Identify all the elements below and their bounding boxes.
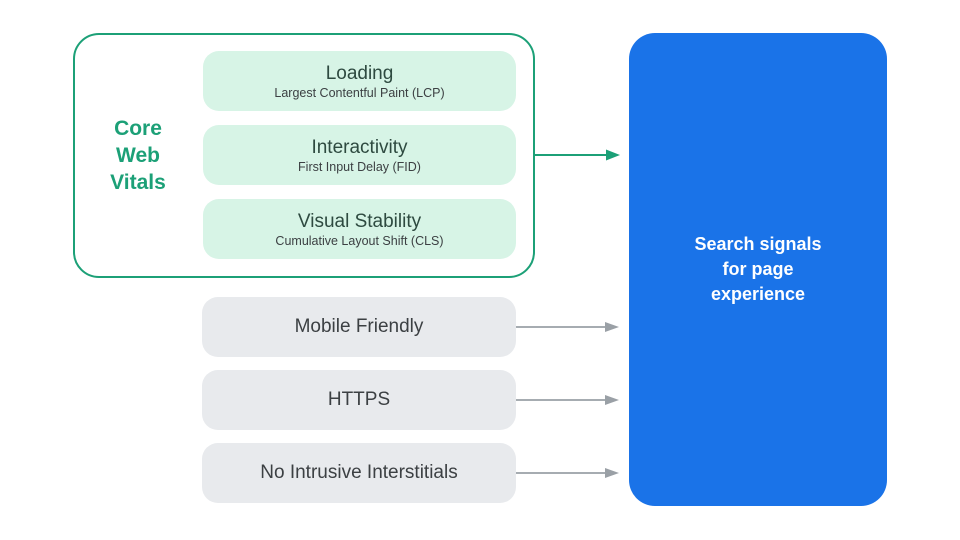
vital-title: Interactivity [311, 136, 408, 158]
signal-label: No Intrusive Interstitials [260, 462, 458, 483]
vital-card-loading: Loading Largest Contentful Paint (LCP) [203, 51, 516, 111]
signal-card-https: HTTPS [202, 370, 516, 430]
vital-subtitle: Largest Contentful Paint (LCP) [274, 85, 445, 100]
right-arrow-icon [534, 149, 620, 161]
right-arrow-icon [516, 322, 619, 332]
vital-subtitle: Cumulative Layout Shift (CLS) [275, 233, 444, 248]
signal-label: HTTPS [327, 389, 391, 410]
core-web-vitals-label-line: Web [116, 144, 160, 167]
right-arrow-icon [516, 395, 619, 405]
vital-title: Loading [325, 62, 394, 84]
core-web-vitals-label: Core Web Vitals [73, 33, 203, 278]
signal-label: Mobile Friendly [294, 316, 424, 337]
result-text-line: Search signals [694, 234, 822, 254]
signal-card-mobile-friendly: Mobile Friendly [202, 297, 516, 357]
vital-title: Visual Stability [297, 210, 422, 232]
vital-card-interactivity: Interactivity First Input Delay (FID) [203, 125, 516, 185]
search-signals-result-box: Search signals for page experience [629, 33, 887, 506]
result-text-line: for page [722, 259, 794, 279]
right-arrow-icon [516, 468, 619, 478]
core-web-vitals-label-line: Vitals [110, 171, 166, 194]
signal-card-no-intrusive-interstitials: No Intrusive Interstitials [202, 443, 516, 503]
result-text-line: experience [710, 284, 806, 304]
vital-card-visual-stability: Visual Stability Cumulative Layout Shift… [203, 199, 516, 259]
search-signals-result-text: Search signals for page experience [694, 232, 821, 307]
core-web-vitals-label-line: Core [114, 117, 162, 140]
vital-subtitle: First Input Delay (FID) [298, 159, 421, 174]
